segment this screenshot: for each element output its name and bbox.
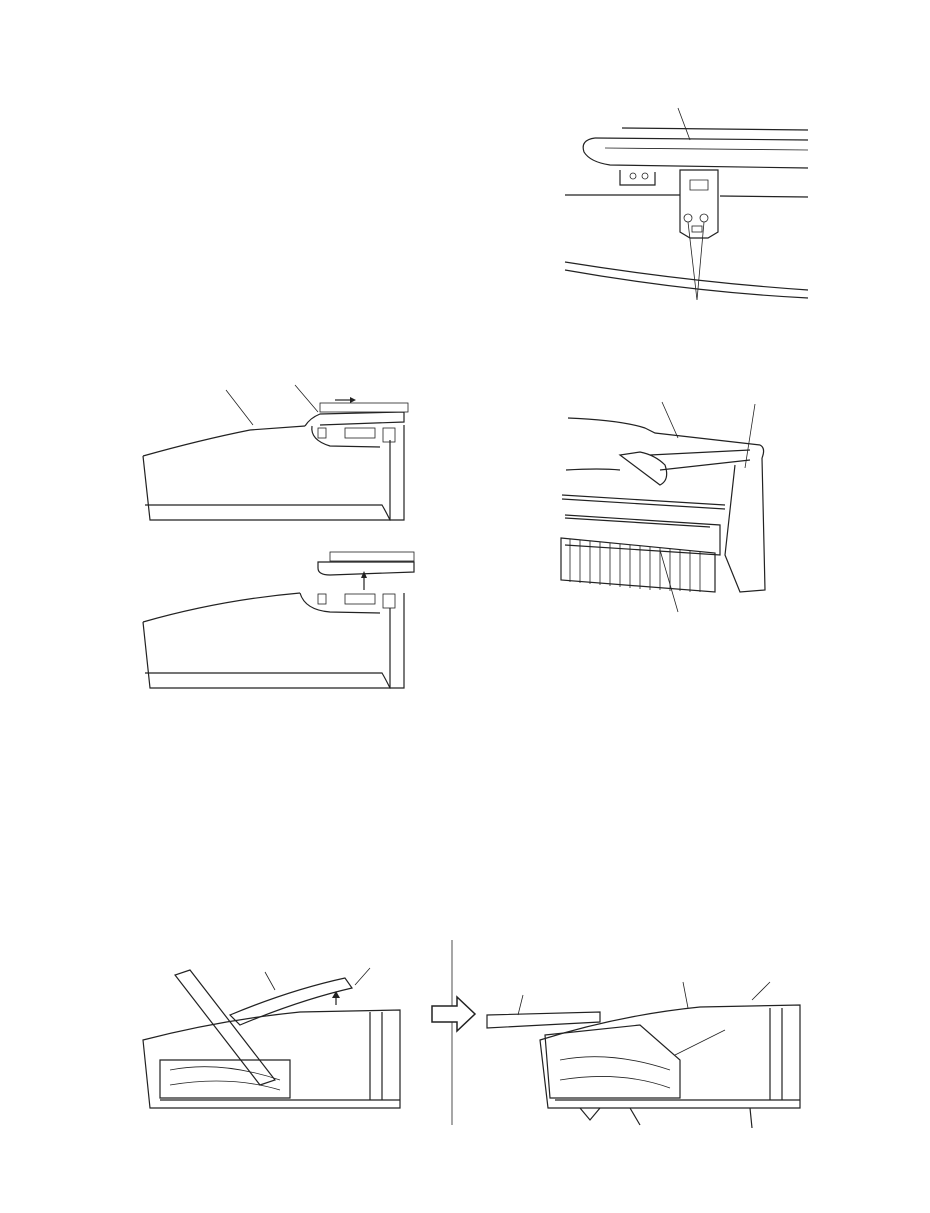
figure-lid-slide [142,384,409,521]
right-hollow-arrow-icon [431,995,477,1033]
figure-lid-open-after [486,981,801,1129]
figure-bracket-detail [564,107,809,301]
figure-lid-lift [142,551,415,689]
figure-screwdriver-keyboard [560,401,766,613]
figure-lid-open-before [142,967,401,1109]
keyboard-keys [569,539,701,592]
